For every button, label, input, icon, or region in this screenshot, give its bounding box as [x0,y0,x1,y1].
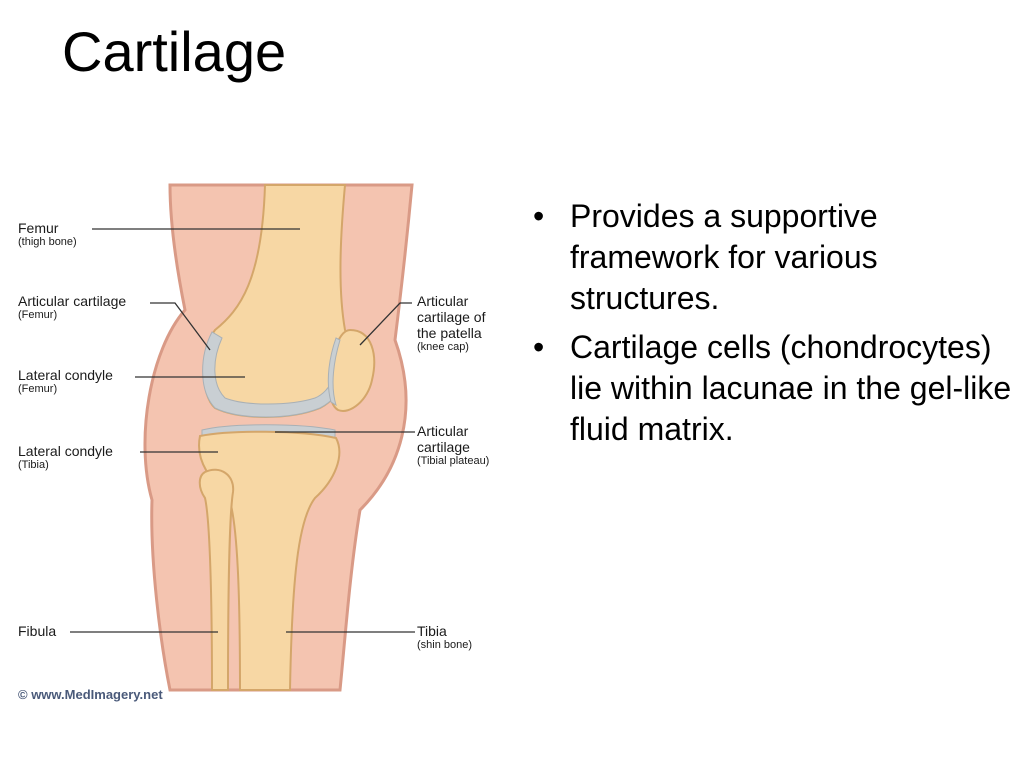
label-articular-cartilage-tibia: Articular cartilage (Tibial plateau) [417,423,490,468]
image-credit: © www.MedImagery.net [18,687,163,702]
label-articular-cartilage-femur: Articular cartilage (Femur) [18,293,127,322]
knee-illustration [70,183,415,692]
fibula-bone [198,468,235,691]
page-title: Cartilage [62,20,287,83]
bullet-marker: • [533,329,545,365]
bullet-text: Cartilage cells (chondrocytes) lie withi… [570,329,1012,447]
label-femur: Femur (thigh bone) [18,220,77,249]
leader-lines [70,228,415,633]
bullet-marker: • [533,198,545,234]
label-fibula: Fibula [18,623,57,639]
bullet-item: • Cartilage cells (chondrocytes) lie wit… [533,327,1013,450]
patella-articular-cartilage [327,337,341,407]
label-lateral-condyle-femur: Lateral condyle (Femur) [18,367,113,396]
bullet-text: Provides a supportive framework for vari… [570,198,878,316]
knee-anatomy-figure: Femur (thigh bone) Articular cartilage (… [0,180,520,720]
bullet-item: • Provides a supportive framework for va… [533,196,1013,319]
label-tibia: Tibia (shin bone) [417,623,473,652]
label-articular-cartilage-patella: Articular cartilage of the patella (knee… [417,293,486,354]
label-lateral-condyle-tibia: Lateral condyle (Tibia) [18,443,113,472]
bullet-list: • Provides a supportive framework for va… [533,196,1013,458]
